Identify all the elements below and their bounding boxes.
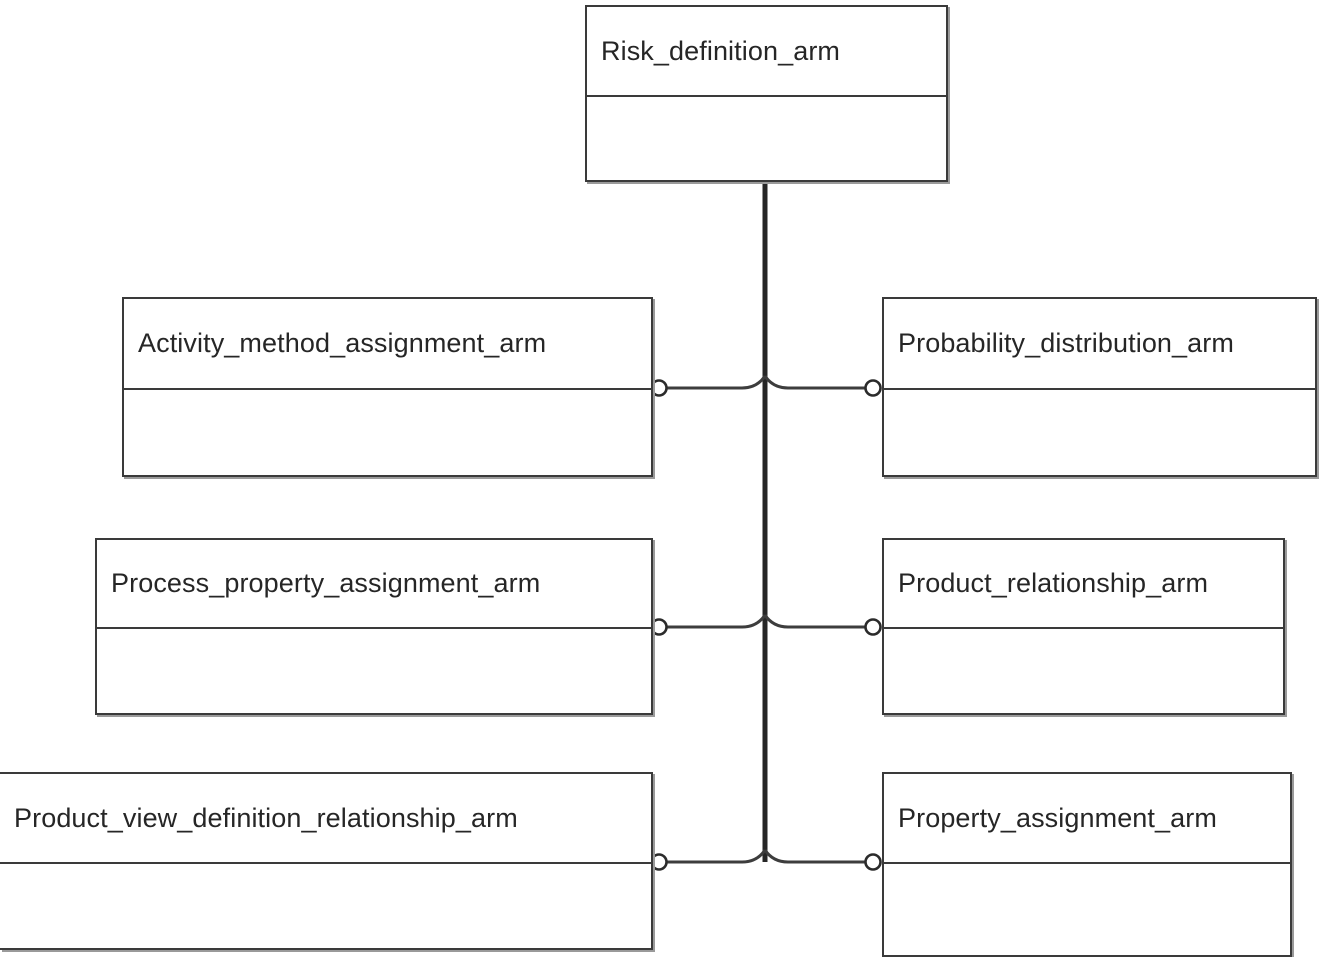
entity-box-process-property-assignment-arm[interactable]: Process_property_assignment_arm bbox=[95, 538, 653, 715]
branch-line-row1-left bbox=[666, 375, 767, 390]
connector-node-row1-right bbox=[864, 379, 882, 397]
entity-title-activity-method-assignment-arm: Activity_method_assignment_arm bbox=[124, 299, 651, 390]
entity-box-product-view-definition-relationship-arm[interactable]: Product_view_definition_relationship_arm bbox=[0, 772, 653, 950]
branch-line-row1-right bbox=[763, 375, 866, 390]
connector-node-row3-left bbox=[650, 853, 668, 871]
entity-title-risk-definition-arm: Risk_definition_arm bbox=[587, 7, 946, 97]
connector-node-row1-left bbox=[650, 379, 668, 397]
entity-attributes-process-property-assignment-arm bbox=[97, 629, 651, 717]
entity-box-product-relationship-arm[interactable]: Product_relationship_arm bbox=[882, 538, 1285, 715]
entity-title-property-assignment-arm: Property_assignment_arm bbox=[884, 774, 1290, 864]
entity-box-probability-distribution-arm[interactable]: Probability_distribution_arm bbox=[882, 297, 1317, 477]
branch-line-row2-left bbox=[666, 614, 767, 629]
entity-title-product-relationship-arm: Product_relationship_arm bbox=[884, 540, 1283, 629]
branch-line-row2-right bbox=[763, 614, 866, 629]
branch-line-row3-left bbox=[666, 849, 767, 864]
connector-node-row2-right bbox=[864, 618, 882, 636]
connector-node-row2-left bbox=[650, 618, 668, 636]
entity-title-product-view-definition-relationship-arm: Product_view_definition_relationship_arm bbox=[0, 774, 651, 864]
entity-attributes-risk-definition-arm bbox=[587, 97, 946, 184]
entity-attributes-probability-distribution-arm bbox=[884, 390, 1315, 479]
entity-attributes-product-relationship-arm bbox=[884, 629, 1283, 717]
entity-attributes-product-view-definition-relationship-arm bbox=[0, 864, 651, 952]
entity-title-probability-distribution-arm: Probability_distribution_arm bbox=[884, 299, 1315, 390]
entity-attributes-activity-method-assignment-arm bbox=[124, 390, 651, 479]
entity-title-process-property-assignment-arm: Process_property_assignment_arm bbox=[97, 540, 651, 629]
entity-box-property-assignment-arm[interactable]: Property_assignment_arm bbox=[882, 772, 1292, 957]
entity-box-risk-definition-arm[interactable]: Risk_definition_arm bbox=[585, 5, 948, 182]
entity-box-activity-method-assignment-arm[interactable]: Activity_method_assignment_arm bbox=[122, 297, 653, 477]
connector-node-row3-right bbox=[864, 853, 882, 871]
entity-attributes-property-assignment-arm bbox=[884, 864, 1290, 957]
branch-line-row3-right bbox=[763, 849, 866, 864]
